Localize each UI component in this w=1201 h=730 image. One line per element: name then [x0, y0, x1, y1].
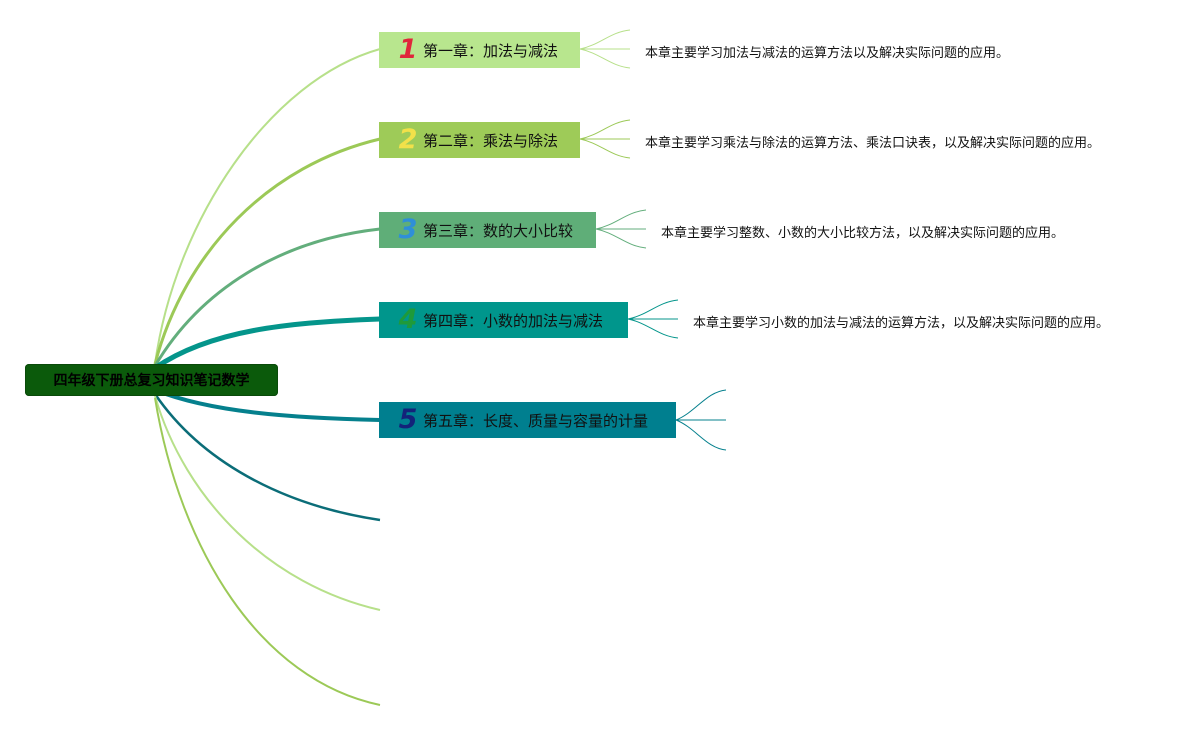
- number-3-icon: 3: [398, 214, 418, 245]
- branch-line-4: [153, 316, 381, 371]
- chapter-1-note[interactable]: 本章主要学习加法与减法的运算方法以及解决实际问题的应用。: [645, 46, 1010, 61]
- central-topic[interactable]: 四年级下册总复习知识笔记数学: [25, 364, 278, 396]
- central-topic-label: 四年级下册总复习知识笔记数学: [53, 373, 250, 389]
- fan-1: [579, 29, 631, 69]
- fan-2: [579, 119, 631, 159]
- chapter-3-note[interactable]: 本章主要学习整数、小数的大小比较方法，以及解决实际问题的应用。: [661, 226, 1065, 241]
- chapter-4-node[interactable]: 4 第四章：小数的加法与减法: [379, 302, 628, 338]
- fan-5: [675, 389, 727, 451]
- branch-line-8: [154, 397, 381, 706]
- chapter-3-title: 第三章：数的大小比较: [423, 221, 574, 240]
- fan-3: [595, 209, 647, 249]
- branch-line-6: [153, 393, 381, 522]
- fan-4: [627, 299, 679, 339]
- chapter-2-note[interactable]: 本章主要学习乘法与除法的运算方法、乘法口诀表，以及解决实际问题的应用。: [645, 136, 1101, 151]
- chapter-3-node[interactable]: 3 第三章：数的大小比较: [379, 212, 596, 248]
- chapter-5-node[interactable]: 5 第五章：长度、质量与容量的计量: [379, 402, 676, 438]
- number-5-icon: 5: [398, 404, 418, 435]
- branch-line-5: [154, 388, 381, 422]
- branch-line-2: [153, 137, 381, 365]
- chapter-5-title: 第五章：长度、质量与容量的计量: [423, 411, 649, 430]
- number-1-icon: 1: [398, 34, 418, 65]
- chapter-4-title: 第四章：小数的加法与减法: [423, 311, 604, 330]
- chapter-1-title: 第一章：加法与减法: [423, 41, 559, 60]
- number-2-icon: 2: [398, 124, 418, 155]
- branch-line-1: [154, 48, 381, 365]
- chapter-2-title: 第二章：乘法与除法: [423, 131, 559, 150]
- chapter-1-node[interactable]: 1 第一章：加法与减法: [379, 32, 580, 68]
- chapter-4-note[interactable]: 本章主要学习小数的加法与减法的运算方法，以及解决实际问题的应用。: [693, 316, 1110, 331]
- branch-line-3: [153, 227, 381, 367]
- number-4-icon: 4: [398, 304, 418, 335]
- branch-line-7: [154, 395, 381, 611]
- chapter-2-node[interactable]: 2 第二章：乘法与除法: [379, 122, 580, 158]
